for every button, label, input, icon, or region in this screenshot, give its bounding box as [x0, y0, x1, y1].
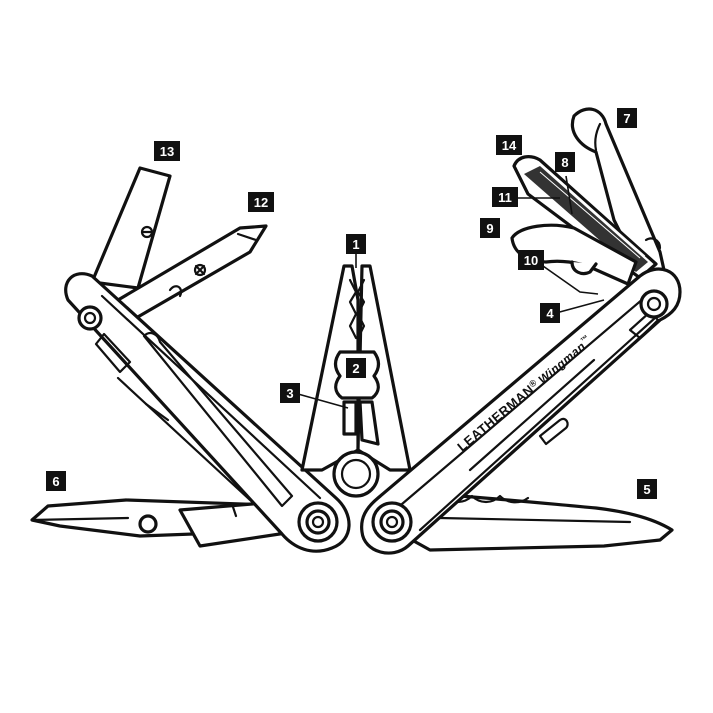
flat-tool-13	[90, 166, 172, 290]
svg-text:10: 10	[524, 253, 538, 268]
brand-registered-mark: ®	[527, 377, 539, 389]
svg-text:4: 4	[546, 306, 554, 321]
leader-3	[297, 393, 349, 409]
svg-text:9: 9	[486, 221, 493, 236]
svg-text:6: 6	[52, 474, 59, 489]
callout-7: 7	[617, 108, 637, 128]
svg-text:5: 5	[643, 482, 650, 497]
callout-5: 5	[637, 479, 657, 499]
callout-3: 3	[280, 383, 300, 403]
leader-lines	[297, 175, 605, 409]
svg-text:14: 14	[502, 138, 517, 153]
svg-text:7: 7	[623, 111, 630, 126]
leader-8	[565, 175, 573, 215]
svg-text:8: 8	[561, 155, 568, 170]
svg-text:12: 12	[254, 195, 268, 210]
callout-10: 10	[518, 250, 544, 270]
callout-14: 14	[496, 135, 522, 155]
callout-9: 9	[480, 218, 500, 238]
leader-4	[555, 299, 605, 314]
svg-text:3: 3	[286, 386, 293, 401]
leader-10	[542, 265, 599, 295]
callout-6: 6	[46, 471, 66, 491]
svg-text:11: 11	[498, 190, 512, 205]
callout-1: 1	[346, 234, 366, 254]
left-handle	[64, 272, 351, 553]
callout-2: 2	[346, 358, 366, 378]
callout-11: 11	[492, 187, 518, 207]
callout-4: 4	[540, 303, 560, 323]
callout-12: 12	[248, 192, 274, 212]
svg-text:13: 13	[160, 144, 174, 159]
pliers-head	[300, 264, 412, 498]
callout-8: 8	[555, 152, 575, 172]
svg-text:2: 2	[352, 361, 359, 376]
callout-13: 13	[154, 141, 180, 161]
svg-text:1: 1	[352, 237, 359, 252]
